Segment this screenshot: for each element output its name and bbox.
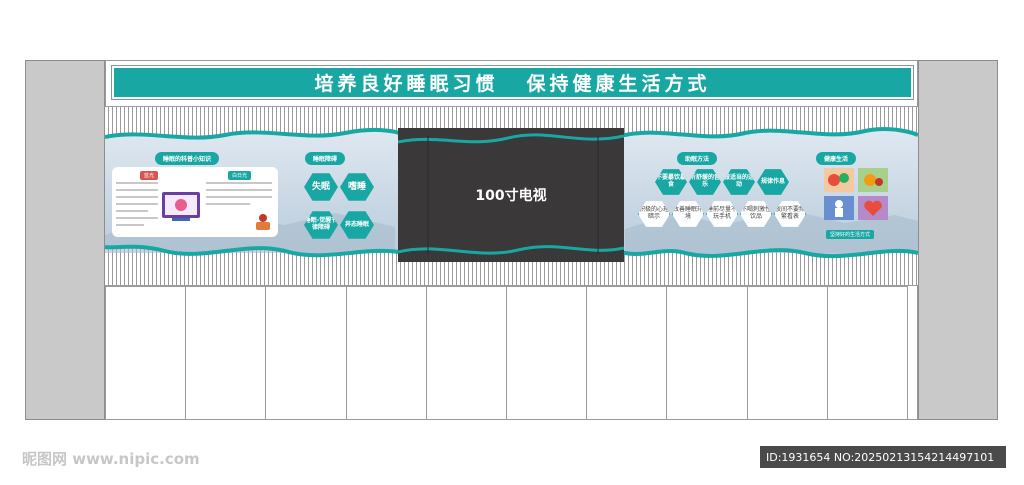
knowledge-text-right (206, 182, 272, 210)
cabinet-door (747, 287, 828, 419)
cabinet-row (105, 286, 908, 420)
watermark-left: 昵图网 www.nipic.com (22, 450, 200, 468)
title-left-text: 培养良好睡眠习惯 (314, 73, 499, 95)
disorder-title: 睡眠障碍 (305, 152, 346, 165)
knowledge-text-left (116, 182, 158, 226)
vegetables-image (858, 168, 888, 192)
heart-health-image (858, 196, 888, 220)
watermark-id: ID:1931654 NO:20250213154214497101 (760, 446, 1006, 468)
tag-night: 蓝光 (140, 171, 159, 180)
phone-illustration-icon (162, 192, 200, 221)
reading-person-icon (256, 214, 270, 230)
cabinet-door (106, 287, 187, 419)
cabinet-door (426, 287, 508, 419)
health-caption: 坚持好的生活方式 (826, 230, 875, 239)
knowledge-title: 睡眠的科普小知识 (155, 152, 220, 165)
healthy-food-image (824, 168, 854, 192)
methods-title: 助眠方法 (677, 152, 718, 165)
cabinet-door (266, 287, 347, 419)
health-title: 健康生活 (816, 152, 857, 165)
tv-wave-overlay (398, 133, 624, 255)
cabinet-door (667, 287, 748, 419)
title-banner: 培养良好睡眠习惯 保持健康生活方式 (111, 65, 914, 100)
tv-screen: 100寸电视 (398, 128, 624, 262)
exercise-image (824, 196, 854, 220)
cabinet-door (587, 287, 668, 419)
right-pillar (918, 60, 998, 420)
tag-day: 白日光 (228, 171, 252, 180)
title-right-text: 保持健康生活方式 (526, 73, 711, 95)
tv-label: 100寸电视 (475, 188, 547, 204)
cabinet-door (507, 287, 588, 419)
cabinet-door (186, 287, 267, 419)
left-pillar (25, 60, 105, 420)
cabinet-door (346, 287, 427, 419)
cabinet-door (827, 287, 908, 419)
